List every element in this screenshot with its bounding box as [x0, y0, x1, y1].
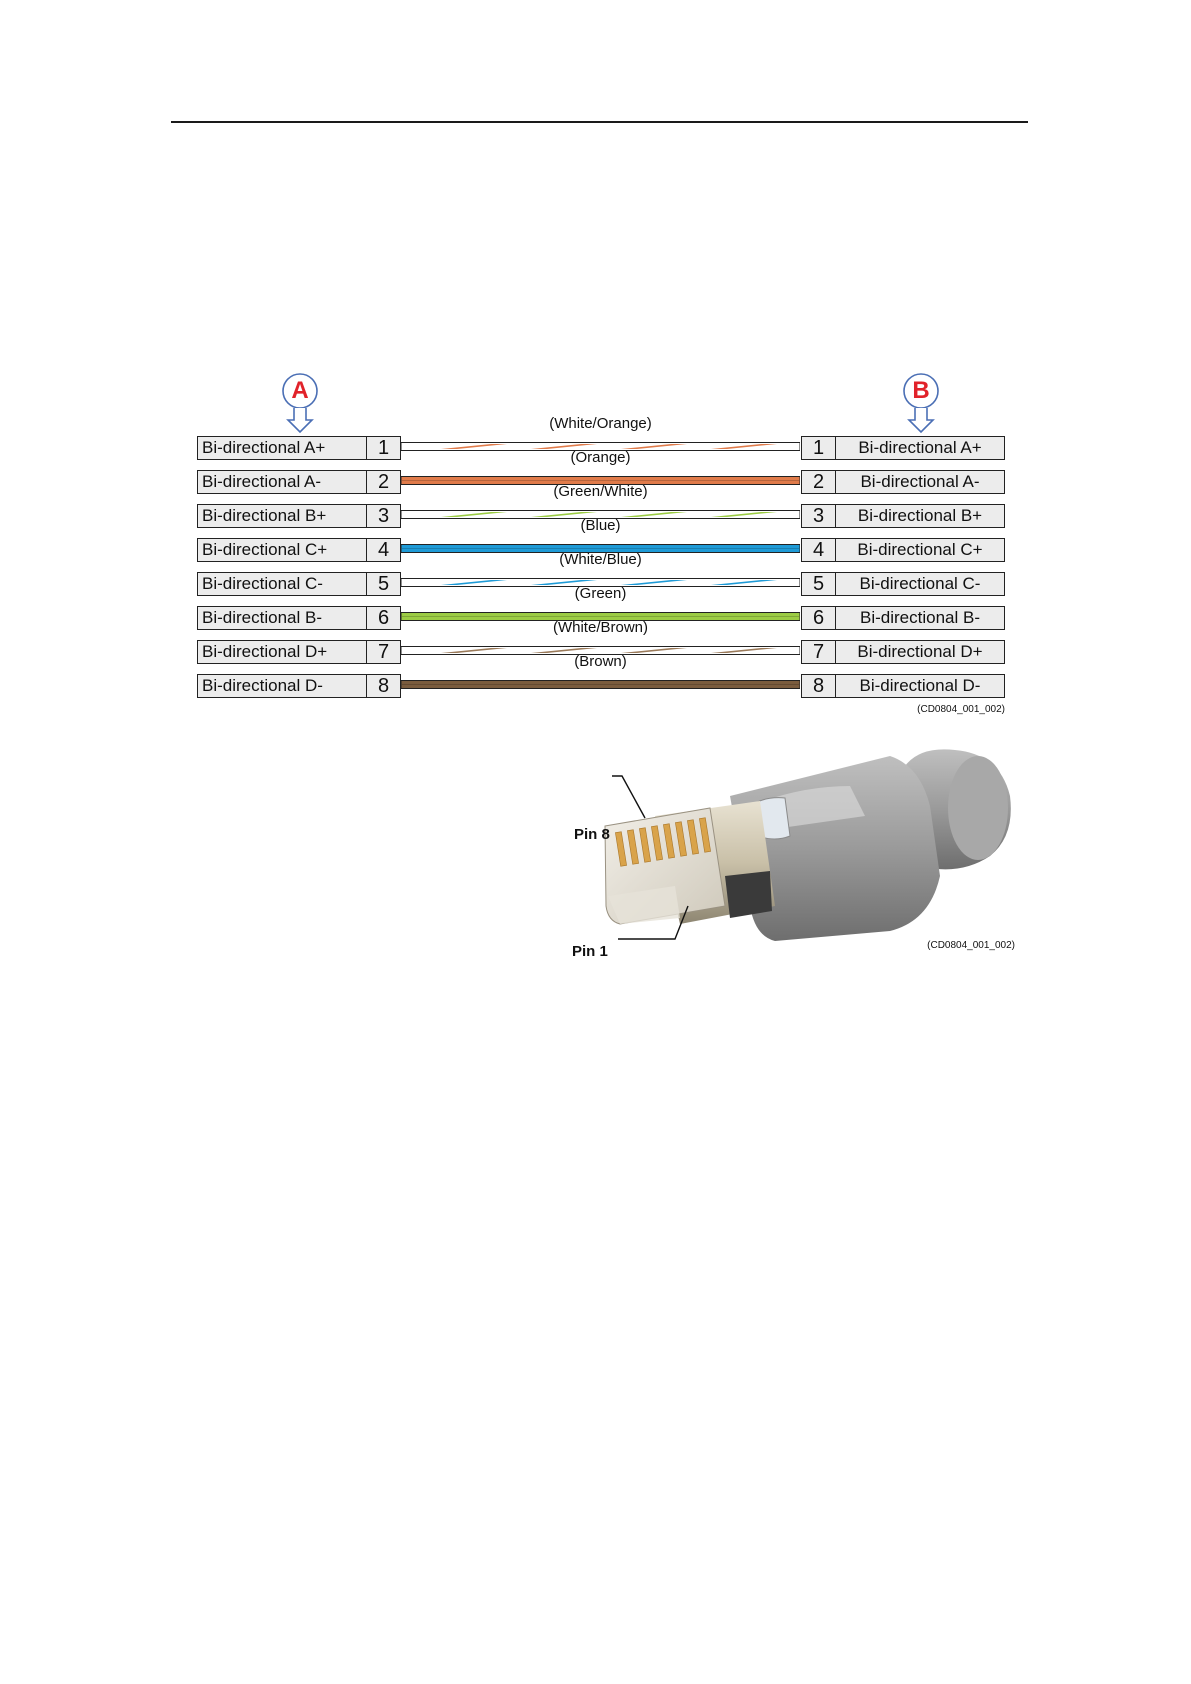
- right-pin-number: 4: [801, 538, 836, 562]
- right-pin-number: 8: [801, 674, 836, 698]
- right-pin-number: 2: [801, 470, 836, 494]
- right-signal-label: Bi-directional A-: [835, 470, 1005, 494]
- left-pin-number: 1: [366, 436, 401, 460]
- wire-stripe: [531, 580, 597, 585]
- left-pin-number: 5: [366, 572, 401, 596]
- down-arrow-icon: [903, 373, 939, 434]
- left-signal-label: Bi-directional C+: [197, 538, 371, 562]
- right-signal-label: Bi-directional B+: [835, 504, 1005, 528]
- wire-row: Bi-directional A- 2 (Orange) 2 Bi-direct…: [0, 449, 1191, 494]
- wire-color-label: (Orange): [570, 449, 631, 466]
- down-arrow-icon: [282, 373, 318, 434]
- wire-stripe: [621, 580, 687, 585]
- wire-stripe: [441, 648, 507, 653]
- left-signal-label: Bi-directional A+: [197, 436, 371, 460]
- wire: [401, 646, 800, 655]
- wire-color-label: (White/Orange): [549, 415, 652, 432]
- pin-1-label: Pin 1: [572, 943, 608, 960]
- right-signal-label: Bi-directional C+: [835, 538, 1005, 562]
- wire-color-label: (Green): [574, 585, 627, 602]
- wire-stripe: [711, 512, 777, 517]
- wire-stripe: [531, 648, 597, 653]
- connector-b-label: B: [912, 377, 930, 404]
- left-pin-number: 7: [366, 640, 401, 664]
- wire-color-label: (Brown): [574, 653, 627, 670]
- header-rule: [171, 121, 1028, 123]
- right-pin-number: 6: [801, 606, 836, 630]
- wire-stripe: [711, 648, 777, 653]
- right-pin-number: 1: [801, 436, 836, 460]
- connector-a-label: A: [291, 377, 309, 404]
- wire-row: Bi-directional A+ 1 (White/Orange) 1 Bi-…: [0, 415, 1191, 460]
- wire-stripe: [441, 444, 507, 449]
- left-signal-label: Bi-directional D-: [197, 674, 371, 698]
- wire: [401, 680, 800, 689]
- left-signal-label: Bi-directional B-: [197, 606, 371, 630]
- wire-row: Bi-directional D- 8 (Brown) 8 Bi-directi…: [0, 653, 1191, 698]
- wire-color-label: (White/Brown): [552, 619, 649, 636]
- pin-8-label: Pin 8: [574, 826, 610, 843]
- wire: [401, 578, 800, 587]
- right-signal-label: Bi-directional D+: [835, 640, 1005, 664]
- wire-stripe: [531, 444, 597, 449]
- left-signal-label: Bi-directional D+: [197, 640, 371, 664]
- left-pin-number: 8: [366, 674, 401, 698]
- wire-stripe: [711, 444, 777, 449]
- photo-reference-code: (CD0804_001_002): [927, 940, 1015, 951]
- right-pin-number: 5: [801, 572, 836, 596]
- wire-row: Bi-directional B- 6 (Green) 6 Bi-directi…: [0, 585, 1191, 630]
- wire-color-label: (Blue): [580, 517, 621, 534]
- rj45-connector-illustration: [604, 749, 1011, 941]
- wire-stripe: [621, 444, 687, 449]
- right-signal-label: Bi-directional B-: [835, 606, 1005, 630]
- wire: [401, 544, 800, 553]
- connector-b-marker: B: [901, 372, 941, 436]
- diagram-reference-code: (CD0804_001_002): [917, 704, 1005, 715]
- connector-a-marker: A: [280, 372, 320, 436]
- wire-stripe: [711, 580, 777, 585]
- wire-stripe: [621, 648, 687, 653]
- left-pin-number: 4: [366, 538, 401, 562]
- right-signal-label: Bi-directional C-: [835, 572, 1005, 596]
- left-signal-label: Bi-directional B+: [197, 504, 371, 528]
- left-pin-number: 2: [366, 470, 401, 494]
- wire: [401, 442, 800, 451]
- right-signal-label: Bi-directional A+: [835, 436, 1005, 460]
- right-pin-number: 7: [801, 640, 836, 664]
- wire-row: Bi-directional B+ 3 (Green/White) 3 Bi-d…: [0, 483, 1191, 528]
- wire-row: Bi-directional D+ 7 (White/Brown) 7 Bi-d…: [0, 619, 1191, 664]
- wire: [401, 476, 800, 485]
- wire-color-label: (Green/White): [553, 483, 648, 500]
- wire-color-label: (White/Blue): [559, 551, 642, 568]
- left-pin-number: 3: [366, 504, 401, 528]
- wire-stripe: [621, 512, 687, 517]
- wire-stripe: [441, 512, 507, 517]
- right-pin-number: 3: [801, 504, 836, 528]
- wire: [401, 612, 800, 621]
- right-signal-label: Bi-directional D-: [835, 674, 1005, 698]
- wire-row: Bi-directional C+ 4 (Blue) 4 Bi-directio…: [0, 517, 1191, 562]
- wire-stripe: [531, 512, 597, 517]
- wire-row: Bi-directional C- 5 (White/Blue) 5 Bi-di…: [0, 551, 1191, 596]
- wire-stripe: [441, 580, 507, 585]
- left-signal-label: Bi-directional A-: [197, 470, 371, 494]
- left-signal-label: Bi-directional C-: [197, 572, 371, 596]
- left-pin-number: 6: [366, 606, 401, 630]
- wire: [401, 510, 800, 519]
